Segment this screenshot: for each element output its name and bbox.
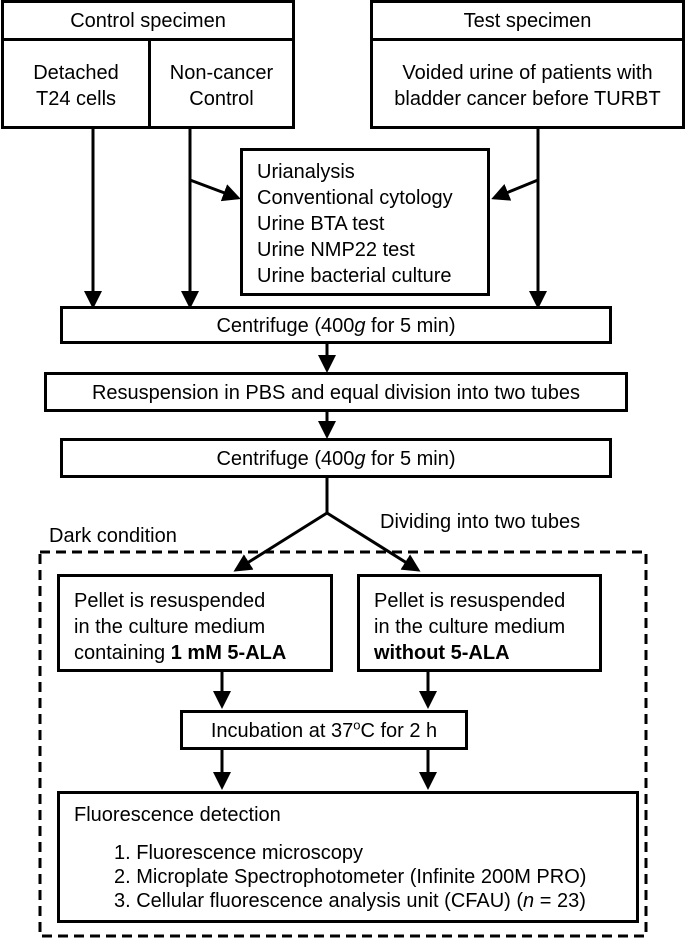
- test-item-cytology: Conventional cytology: [257, 187, 453, 209]
- test-specimen-header: Test specimen: [370, 0, 685, 41]
- pellet-without-line1: Pellet is resuspended: [374, 590, 566, 612]
- non-cancer-line1: Non-cancer: [169, 62, 274, 84]
- fluorescence-item-3: 3. Cellular fluorescence analysis unit (…: [114, 890, 586, 912]
- arrow-split-left: [233, 511, 328, 572]
- centrifuge-step-2: Centrifuge (400g for 5 min): [60, 438, 612, 478]
- pellet-without-line2: in the culture medium: [374, 616, 566, 638]
- urine-tests-box: Urianalysis Conventional cytology Urine …: [240, 148, 490, 296]
- fluorescence-item-2: 2. Microplate Spectrophotometer (Infinit…: [114, 866, 587, 888]
- control-specimen-title: Control specimen: [70, 10, 226, 32]
- voided-urine-cell: Voided urine of patients with bladder ca…: [370, 38, 685, 129]
- centrifuge-step-1: Centrifuge (400g for 5 min): [60, 306, 612, 344]
- test-item-bta: Urine BTA test: [257, 213, 385, 235]
- arrow-test-to-tests: [491, 178, 539, 201]
- centrifuge-1-text: Centrifuge (400g for 5 min): [216, 315, 456, 337]
- incubation-text: Incubation at 37oC for 2 h: [210, 717, 438, 742]
- detached-t24-line1: Detached: [33, 62, 119, 84]
- non-cancer-control-cell: Non-cancer Control: [148, 38, 295, 129]
- pellet-with-line3: containing 1 mM 5-ALA: [74, 642, 287, 664]
- pellet-without-5ala-box: Pellet is resuspended in the culture med…: [357, 574, 602, 672]
- voided-urine-line1: Voided urine of patients with: [402, 62, 653, 84]
- incubation-step: Incubation at 37oC for 2 h: [180, 710, 468, 750]
- pellet-with-line2: in the culture medium: [74, 616, 266, 638]
- test-item-urianalysis: Urianalysis: [257, 161, 355, 183]
- pellet-with-line1: Pellet is resuspended: [74, 590, 266, 612]
- dividing-label: Dividing into two tubes: [380, 511, 581, 533]
- pellet-without-line3: without 5-ALA: [374, 642, 510, 664]
- pellet-with-5ala-box: Pellet is resuspended in the culture med…: [57, 574, 333, 672]
- resuspension-step: Resuspension in PBS and equal division i…: [44, 372, 628, 412]
- test-item-bacterial-culture: Urine bacterial culture: [257, 265, 452, 287]
- control-specimen-header: Control specimen: [1, 0, 295, 41]
- arrow-split-right: [326, 511, 421, 572]
- resuspension-text: Resuspension in PBS and equal division i…: [91, 382, 581, 404]
- voided-urine-line2: bladder cancer before TURBT: [394, 88, 661, 110]
- fluorescence-title: Fluorescence detection: [74, 804, 281, 826]
- centrifuge-2-text: Centrifuge (400g for 5 min): [216, 448, 456, 470]
- test-item-nmp22: Urine NMP22 test: [257, 239, 415, 261]
- fluorescence-item-1: 1. Fluorescence microscopy: [114, 842, 363, 864]
- dark-condition-label: Dark condition: [49, 525, 177, 547]
- arrow-control-to-tests: [189, 178, 241, 202]
- detached-t24-cell: Detached T24 cells: [1, 38, 151, 129]
- detached-t24-line2: T24 cells: [35, 88, 117, 110]
- fluorescence-detection-box: Fluorescence detection 1. Fluorescence m…: [57, 791, 639, 923]
- non-cancer-line2: Control: [189, 88, 254, 110]
- test-specimen-title: Test specimen: [463, 10, 592, 32]
